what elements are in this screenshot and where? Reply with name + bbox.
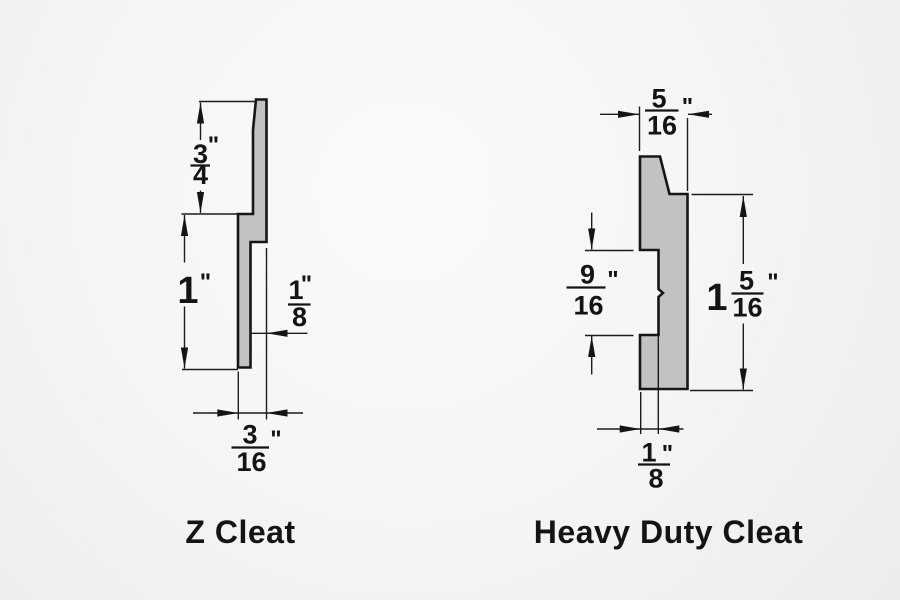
z-cleat-dim-top-leg: 3 " 4 <box>190 132 219 190</box>
dim-whole: 1 <box>706 277 727 319</box>
z-cleat-diagram: 3 " 4 1 " 1 " 8 3 " 16 Z Cleat <box>177 98 312 550</box>
arrow-up-icon <box>588 336 596 357</box>
heavy-duty-arrowheads <box>588 110 747 433</box>
arrow-left-icon <box>658 425 680 433</box>
heavy-duty-cleat-diagram: 5 " 16 9 " 16 1 5 " 16 1 " 8 Heavy Du <box>534 84 803 551</box>
inch-mark: " <box>200 269 211 296</box>
arrow-down-icon <box>588 228 596 250</box>
dim-numerator: 3 <box>242 420 257 450</box>
heavy-duty-cleat-title: Heavy Duty Cleat <box>534 514 803 550</box>
z-cleat-dim-depth: 3 " 16 <box>231 420 282 477</box>
heavy-duty-extension-lines <box>585 106 753 434</box>
arrow-left-icon <box>266 329 288 337</box>
z-cleat-profile <box>236 98 268 369</box>
arrow-down-icon <box>180 347 189 369</box>
dim-numerator: 5 <box>651 84 666 114</box>
arrow-right-icon <box>618 110 639 118</box>
heavy-duty-cleat-profile <box>638 155 689 391</box>
arrow-right-icon <box>619 425 641 433</box>
dim-denominator: 4 <box>193 160 208 190</box>
z-cleat-title: Z Cleat <box>185 514 295 550</box>
arrow-left-icon <box>266 409 288 417</box>
dim-denominator: 16 <box>732 293 762 323</box>
arrow-left-icon <box>688 110 709 118</box>
dim-numerator: 3 <box>193 139 208 169</box>
dim-numerator: 1 <box>288 275 303 305</box>
heavy-duty-dim-recess: 9 " 16 <box>566 260 619 321</box>
dim-denominator: 8 <box>648 464 663 494</box>
arrow-up-icon <box>196 102 205 124</box>
dim-numerator: 9 <box>580 260 595 290</box>
heavy-duty-dim-height: 1 5 " 16 <box>706 266 778 323</box>
dim-numerator: 5 <box>739 266 754 296</box>
z-cleat-arrowheads <box>180 102 288 417</box>
dim-whole: 1 <box>177 270 198 312</box>
dim-denominator: 8 <box>292 302 307 332</box>
inch-mark: " <box>767 269 778 296</box>
arrow-up-icon <box>739 196 747 217</box>
dim-denominator: 16 <box>236 447 266 477</box>
z-cleat-dim-bottom-leg: 1 " <box>177 269 211 312</box>
inch-mark: " <box>662 441 673 468</box>
arrow-right-icon <box>217 409 239 417</box>
inch-mark: " <box>301 271 312 298</box>
inch-mark: " <box>682 94 693 121</box>
heavy-duty-dim-base: 1 " 8 <box>638 438 673 494</box>
inch-mark: " <box>270 426 281 453</box>
arrow-down-icon <box>739 368 747 390</box>
inch-mark: " <box>208 132 219 159</box>
arrow-up-icon <box>180 215 189 236</box>
dim-denominator: 16 <box>647 111 677 141</box>
dim-denominator: 16 <box>573 291 603 321</box>
inch-mark: " <box>607 267 618 294</box>
dim-numerator: 1 <box>641 438 656 468</box>
z-cleat-dim-thickness: 1 " 8 <box>288 271 312 332</box>
heavy-duty-dim-depth: 5 " 16 <box>645 84 693 141</box>
arrow-down-icon <box>196 192 205 213</box>
